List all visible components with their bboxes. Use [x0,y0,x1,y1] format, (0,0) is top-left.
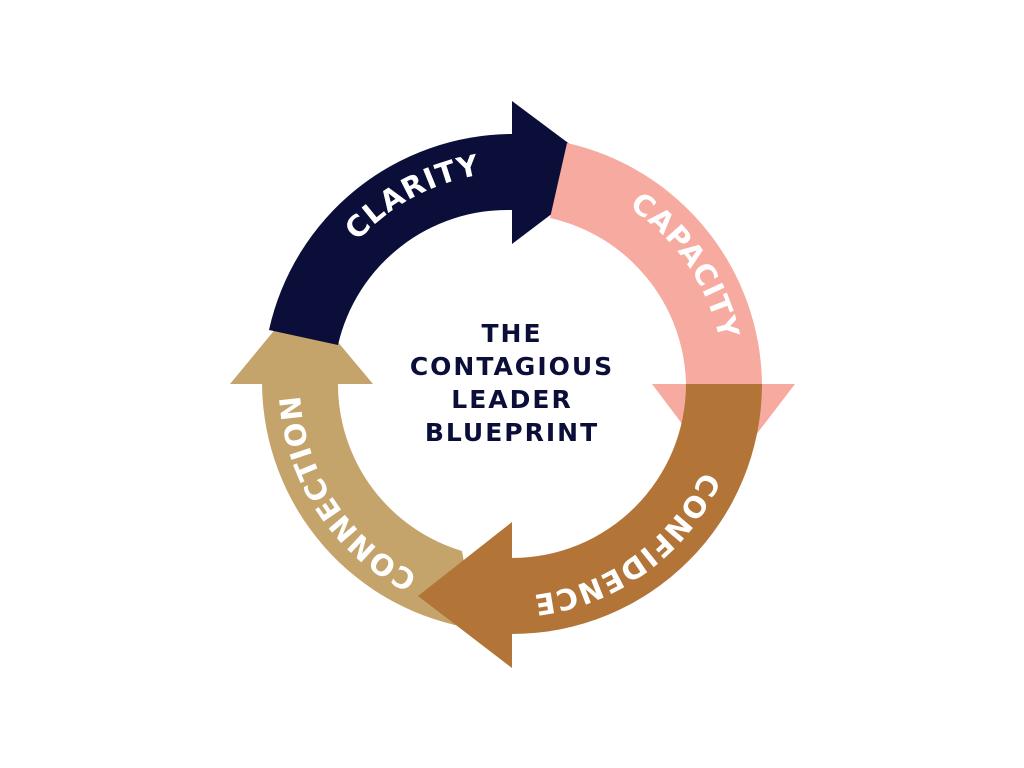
center-title-line: BLUEPRINT [425,418,599,447]
center-title: THE CONTAGIOUS LEADER BLUEPRINT [410,319,614,447]
center-title-line: THE [481,319,542,348]
clarity-arrow [269,101,607,345]
confidence-arrow [418,384,762,668]
connection-arrow [230,298,476,629]
center-title-line: CONTAGIOUS [410,352,614,381]
center-title-line: LEADER [451,385,572,414]
